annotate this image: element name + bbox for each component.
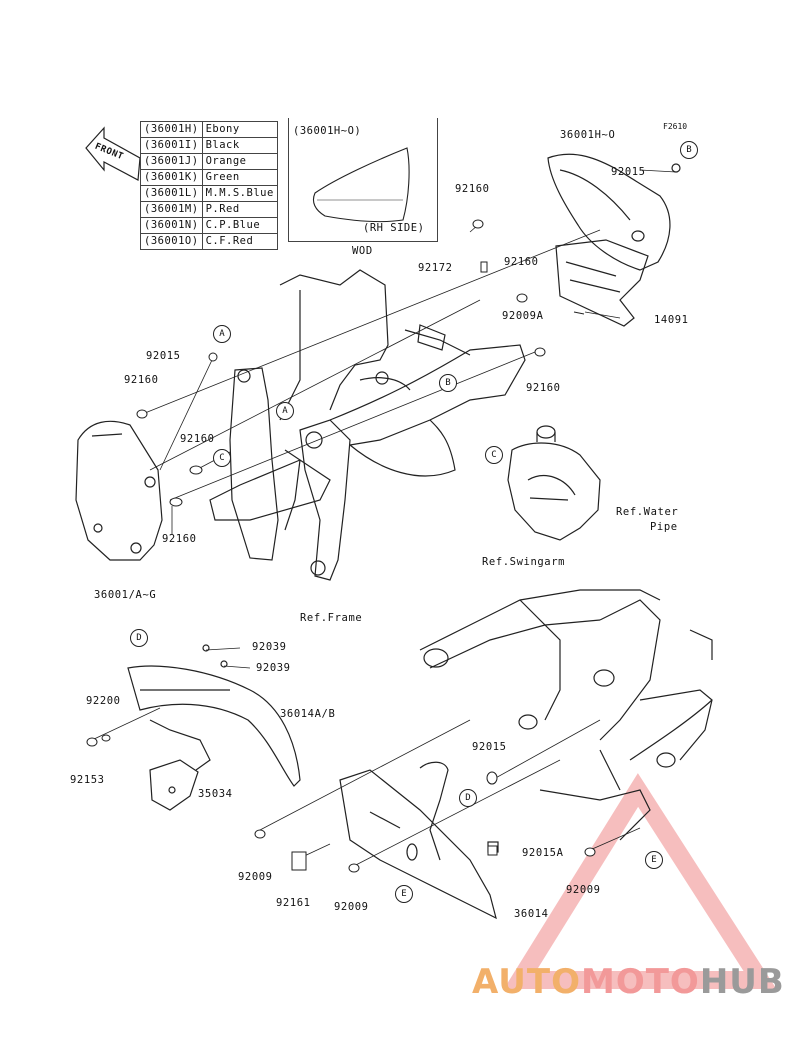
table-row: (36001M)P.Red [140,201,278,218]
ref-water-pipe-label: Ref.Water [616,506,679,518]
swingarm [419,589,713,841]
part-label-92160: 92160 [526,382,561,394]
ref-marker-e: E [395,885,413,903]
ref-marker-a: A [276,402,294,420]
ref-water-pipe-label-2: Pipe [650,521,678,533]
part-label-92009: 92009 [334,901,369,913]
table-row: (36001K)Green [140,169,278,186]
part-label-14091: 14091 [654,314,689,326]
ref-marker-b: B [439,374,457,392]
table-row: (36001J)Orange [140,153,278,170]
part-label-92160: 92160 [162,533,197,545]
brand-part-2: MOTO [580,962,700,1002]
part-label-92160: 92160 [455,183,490,195]
ref-frame-label: Ref.Frame [300,612,363,624]
color-variant-table: (36001H)Ebony (36001I)Black (36001J)Oran… [140,121,278,250]
rh-side-inset: (36001H~O) (RH SIDE) [288,118,438,242]
ref-marker-b: B [680,141,698,159]
inset-title: (36001H~O) [293,125,362,137]
ref-marker-c: C [213,449,231,467]
variant-color: P.Red [201,201,278,218]
inset-side-label: (RH SIDE) [363,222,425,234]
variant-code: (36001N) [140,217,203,234]
table-row: (36001L)M.M.S.Blue [140,185,278,202]
front-arrow-icon [85,126,141,181]
watermark-triangle-icon [503,773,777,989]
lh-side-cover [75,420,163,561]
lower-guard [339,761,499,920]
variant-color: Black [201,137,278,154]
rh-side-cover [547,153,681,271]
inset-cover-icon [312,147,410,223]
part-label-36001h-o: 36001H~O [560,129,616,141]
part-label-92200: 92200 [86,695,121,707]
variant-code: (36001O) [140,233,203,250]
variant-color: Green [201,169,278,186]
bracket-35034 [149,759,199,811]
ref-marker-c: C [485,446,503,464]
part-label-92009: 92009 [566,884,601,896]
part-label-92160: 92160 [504,256,539,268]
ref-marker-a: A [213,325,231,343]
part-label-92039: 92039 [252,641,287,653]
part-label-36001-a-g: 36001/A~G [94,589,157,601]
table-row: (36001N)C.P.Blue [140,217,278,234]
variant-color: Ebony [201,121,278,138]
variant-color: C.F.Red [201,233,278,250]
ref-marker-d: D [459,789,477,807]
chain-guard [127,644,301,787]
variant-code: (36001M) [140,201,203,218]
variant-color: C.P.Blue [201,217,278,234]
ref-swingarm-label: Ref.Swingarm [482,556,566,568]
fasteners-lower [86,734,596,873]
part-label-92039: 92039 [256,662,291,674]
table-row: (36001I)Black [140,137,278,154]
leader-lines-lower [91,647,641,869]
water-pump-cover [507,425,601,541]
part-label-92009: 92009 [238,871,273,883]
inset-footer: WOD [352,245,373,257]
watermark-brand: AUTOMOTOHUB [472,962,785,1002]
ref-marker-e: E [645,851,663,869]
part-label-92160: 92160 [124,374,159,386]
part-label-92015: 92015 [146,350,181,362]
variant-code: (36001H) [140,121,203,138]
part-label-92009a: 92009A [502,310,544,322]
ref-marker-d: D [130,629,148,647]
variant-code: (36001J) [140,153,203,170]
part-label-36014: 36014 [514,908,549,920]
part-label-92160: 92160 [180,433,215,445]
part-label-35034: 35034 [198,788,233,800]
part-label-92172: 92172 [418,262,453,274]
variant-color: Orange [201,153,278,170]
variant-code: (36001K) [140,169,203,186]
bracket-14091 [555,239,649,327]
brand-part-1: AUTO [472,962,581,1002]
part-label-92015: 92015 [472,741,507,753]
figure-code: F2610 [663,122,688,131]
fasteners-upper [136,219,585,507]
table-row: (36001O)C.F.Red [140,233,278,250]
part-label-92015: 92015 [611,166,646,178]
variant-code: (36001L) [140,185,203,202]
table-row: (36001H)Ebony [140,121,278,138]
variant-code: (36001I) [140,137,203,154]
variant-color: M.M.S.Blue [201,185,278,202]
brand-part-3: HUB [699,962,785,1002]
main-frame [209,269,526,581]
part-label-92153: 92153 [70,774,105,786]
part-label-92161: 92161 [276,897,311,909]
part-label-92015a: 92015A [522,847,564,859]
part-label-36014a-b: 36014A/B [280,708,336,720]
